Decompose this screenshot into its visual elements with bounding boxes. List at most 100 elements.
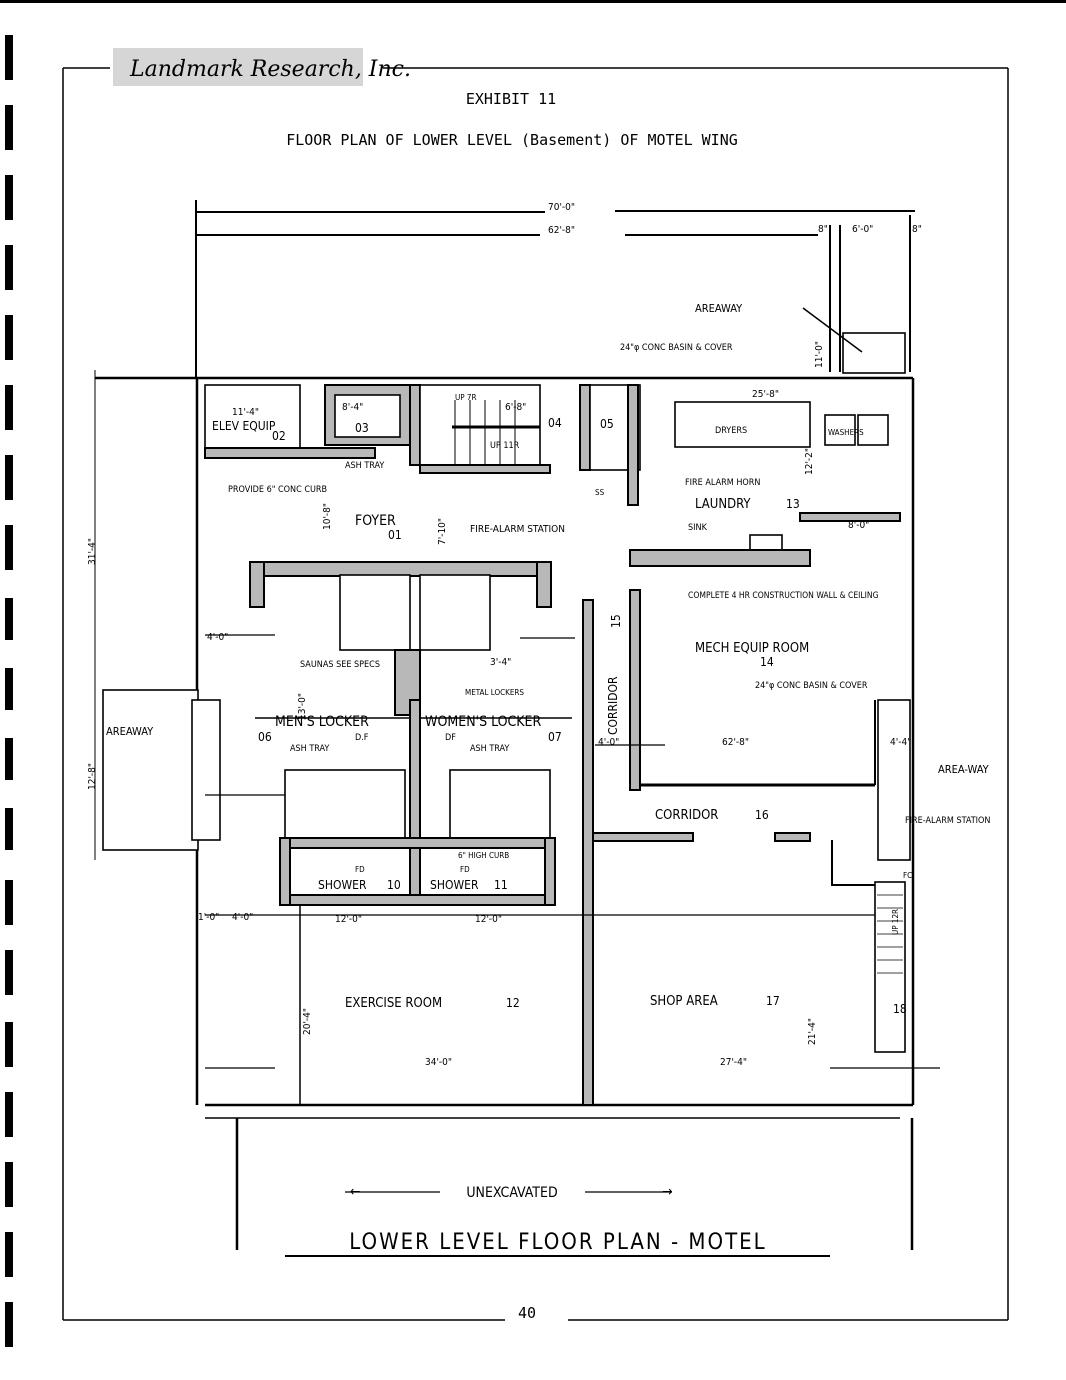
note-sink: SINK: [688, 523, 708, 533]
room-number: 16: [755, 808, 769, 822]
dimension: 4'-0": [232, 912, 253, 923]
areaway-left-well: [191, 699, 221, 841]
wall: [629, 549, 811, 567]
note-drinking-fountain: DF: [445, 733, 456, 743]
dimension: 11'-4": [232, 407, 259, 418]
dimension: 8": [818, 224, 828, 235]
top-dimension-lines: [195, 200, 915, 378]
arrow-right-icon: →: [662, 1184, 673, 1200]
wall: [536, 561, 552, 608]
room-number: 17: [766, 994, 780, 1008]
dimension: 70'-0": [548, 202, 575, 213]
plan-title: LOWER LEVEL FLOOR PLAN - MOTEL: [349, 1230, 766, 1255]
wall: [579, 384, 591, 471]
wall: [409, 699, 421, 906]
sauna: [419, 574, 491, 651]
room-label: MEN'S LOCKER: [275, 714, 369, 730]
dimension: 3'-4": [490, 657, 511, 668]
wall: [592, 832, 694, 842]
wall: [279, 837, 291, 906]
wall: [774, 832, 811, 842]
dimension: 12'-0": [335, 914, 362, 925]
stair-treads: [877, 894, 903, 974]
room-number: 01: [388, 528, 402, 542]
room-label: MECH EQUIP ROOM: [695, 641, 809, 656]
room-label: FOYER: [355, 513, 396, 529]
note-fire-alarm: FIRE-ALARM STATION: [470, 524, 565, 535]
wall: [582, 599, 594, 1106]
dimension: 34'-0": [425, 1057, 452, 1068]
dimension: 25'-8": [752, 389, 779, 400]
room-label: CORRIDOR: [655, 808, 718, 823]
dryers: [674, 401, 811, 448]
dimension: 8": [912, 224, 922, 235]
dimension: 6'-0": [852, 224, 873, 235]
building-outline: [94, 370, 915, 1250]
note-wall-construction: COMPLETE 4 HR CONSTRUCTION WALL & CEILIN…: [688, 591, 879, 601]
exhibit-label: EXHIBIT 11: [466, 90, 556, 108]
dimension: 8'-4": [342, 402, 363, 413]
dimensions: 70'-0" 62'-8" 8" 6'-0" 8" 11'-0" 31'-4" …: [87, 202, 922, 1068]
dimension: 20'-4": [302, 1008, 313, 1035]
dimension: 7'-10": [437, 518, 448, 545]
wall: [279, 894, 556, 906]
note-fire-alarm: FIRE-ALARM STATION: [905, 816, 990, 826]
dimension: 12'-0": [475, 914, 502, 925]
toilet-room-women: [449, 769, 551, 841]
note-basin: 24"φ CONC BASIN & COVER: [620, 343, 733, 353]
room-number: 11: [494, 878, 508, 892]
dimension: 8'-0": [848, 520, 869, 531]
note-basin: 24"φ CONC BASIN & COVER: [755, 681, 868, 691]
room-label: SHOWER: [318, 878, 367, 892]
page-frame: [62, 67, 1009, 1321]
note-fire-alarm-horn: FIRE ALARM HORN: [685, 478, 760, 488]
dimension-lines: [205, 634, 940, 1257]
wall: [249, 561, 551, 577]
room-number: 10: [387, 878, 401, 892]
wall: [629, 589, 641, 791]
note-dryers: DRYERS: [715, 426, 747, 436]
note-drinking-fountain: D.F: [355, 733, 369, 743]
dimension: 1'-0": [198, 912, 219, 923]
room-number: 06: [258, 730, 272, 744]
note-ash-tray: ASH TRAY: [345, 461, 384, 471]
room-number: 12: [506, 996, 520, 1010]
note-metal-lockers: METAL LOCKERS: [465, 688, 524, 697]
note-floor-drain: FD: [460, 865, 470, 874]
dimension: 12'-2": [804, 448, 815, 475]
room-label: EXERCISE ROOM: [345, 996, 442, 1011]
washer: [824, 414, 856, 446]
wall: [799, 512, 901, 522]
logo-background: [113, 48, 363, 86]
room-label: WOMEN'S LOCKER: [425, 714, 542, 730]
room-label: ELEV EQUIP: [212, 419, 276, 433]
page-title: FLOOR PLAN OF LOWER LEVEL (Basement) OF …: [286, 131, 738, 149]
dimension: 11'-0": [814, 341, 825, 368]
dimension: 6'-8": [505, 402, 526, 413]
annotations: AREAWAY AREAWAY AREA-WAY 24"φ CONC BASIN…: [106, 302, 990, 935]
areaway-left: [102, 689, 199, 851]
washer: [857, 414, 889, 446]
room-number: 18: [893, 1002, 907, 1016]
dimension: 4'-0": [598, 737, 619, 748]
room-number: 15: [609, 614, 623, 628]
stair-18: [874, 881, 906, 1053]
wall: [831, 840, 875, 886]
note-ash-tray: ASH TRAY: [290, 744, 329, 754]
room-number: 03: [355, 421, 369, 435]
room-number: 04: [548, 416, 562, 430]
note-washers: WASHERS: [828, 428, 864, 437]
note-saunas: SAUNAS SEE SPECS: [300, 660, 380, 670]
note-service-sink: SS: [595, 488, 605, 497]
wall: [627, 384, 639, 506]
room-number: 14: [760, 655, 774, 669]
wall: [409, 384, 421, 466]
stair-treads: [452, 400, 540, 465]
company-logo: Landmark Research, Inc.: [129, 57, 411, 82]
wall: [419, 464, 551, 474]
unexcavated-label: UNEXCAVATED: [466, 1185, 557, 1201]
note-curb: 6" HIGH CURB: [458, 851, 509, 860]
dimension: 62'-8": [722, 737, 749, 748]
toilet-room-men: [284, 769, 406, 841]
